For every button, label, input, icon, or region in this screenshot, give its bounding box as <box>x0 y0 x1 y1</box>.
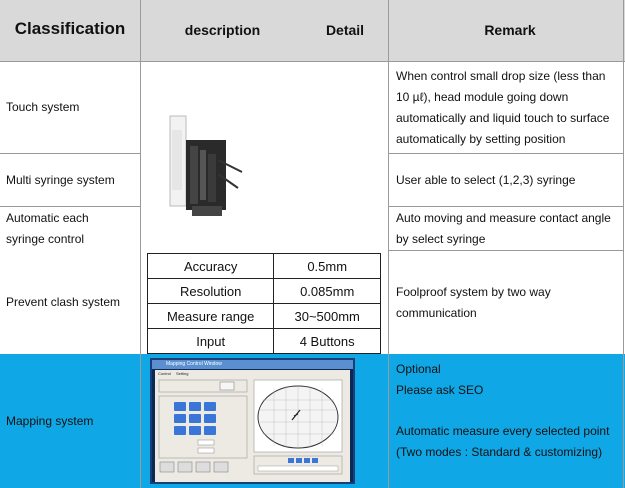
right-border <box>623 0 624 488</box>
spec-name: Accuracy <box>146 253 275 279</box>
column-divider-1 <box>140 0 141 488</box>
spec-name: Measure range <box>146 303 275 329</box>
spec-row: Resolution 0.085mm <box>146 278 381 304</box>
device-photo <box>169 115 243 216</box>
remark-clash-1: Foolproof system by two way <box>396 285 551 299</box>
remark-multi: User able to select (1,2,3) syringe <box>396 173 576 187</box>
remark-touch-2: 10 µℓ), head module going down <box>396 90 569 104</box>
mapping-window-title: Mapping Control Window <box>166 361 222 367</box>
remark-mapping-2: Please ask SEO <box>396 383 484 397</box>
row-line-1b <box>388 153 624 154</box>
header-description: description <box>184 22 261 38</box>
label-auto-syringe-1: Automatic each <box>6 211 89 225</box>
spec-value: 30~500mm <box>273 303 381 329</box>
spec-name: Resolution <box>146 278 275 304</box>
header-detail: Detail <box>325 22 365 38</box>
remark-mapping-5: (Two modes : Standard & customizing) <box>396 445 603 459</box>
label-mapping: Mapping system <box>6 414 94 428</box>
label-multi-syringe: Multi syringe system <box>6 173 115 187</box>
remark-touch-1: When control small drop size (less than <box>396 69 606 83</box>
spec-row: Measure range 30~500mm <box>146 303 381 329</box>
mapping-window-titlebar <box>152 360 353 369</box>
spec-name: Input <box>146 328 275 354</box>
label-auto-syringe-2: syringe control <box>6 232 85 246</box>
mapping-window-screenshot: Mapping Control Window Control Setting <box>150 358 355 484</box>
tab-control: Control <box>158 371 171 376</box>
header-row <box>0 0 625 61</box>
spec-value: 0.5mm <box>273 253 381 279</box>
mapping-window-controls <box>158 379 343 475</box>
tab-setting: Setting <box>176 371 189 376</box>
spec-table: Accuracy 0.5mm Resolution 0.085mm Measur… <box>146 253 381 354</box>
row-line-1 <box>0 153 140 154</box>
column-divider-2 <box>388 0 389 488</box>
row-line-2 <box>0 206 140 207</box>
row-line-2b <box>388 206 624 207</box>
header-bottom-line <box>0 61 625 62</box>
label-touch-system: Touch system <box>6 100 80 114</box>
remark-clash-2: communication <box>396 306 477 320</box>
remark-mapping-1: Optional <box>396 362 441 376</box>
label-prevent-clash: Prevent clash system <box>6 295 121 309</box>
header-remark: Remark <box>484 22 536 38</box>
header-classification: Classification <box>14 19 126 38</box>
spec-value: 0.085mm <box>273 278 381 304</box>
remark-auto-2: by select syringe <box>396 232 486 246</box>
remark-touch-4: automatically by setting position <box>396 132 566 146</box>
remark-auto-1: Auto moving and measure contact angle <box>396 211 611 225</box>
spec-value: 4 Buttons <box>273 328 381 354</box>
remark-touch-3: automatically and liquid touch to surfac… <box>396 111 610 125</box>
spec-row: Accuracy 0.5mm <box>146 253 381 279</box>
spec-row: Input 4 Buttons <box>146 328 381 354</box>
remark-mapping-4: Automatic measure every selected point <box>396 424 610 438</box>
row-line-3b <box>388 250 624 251</box>
